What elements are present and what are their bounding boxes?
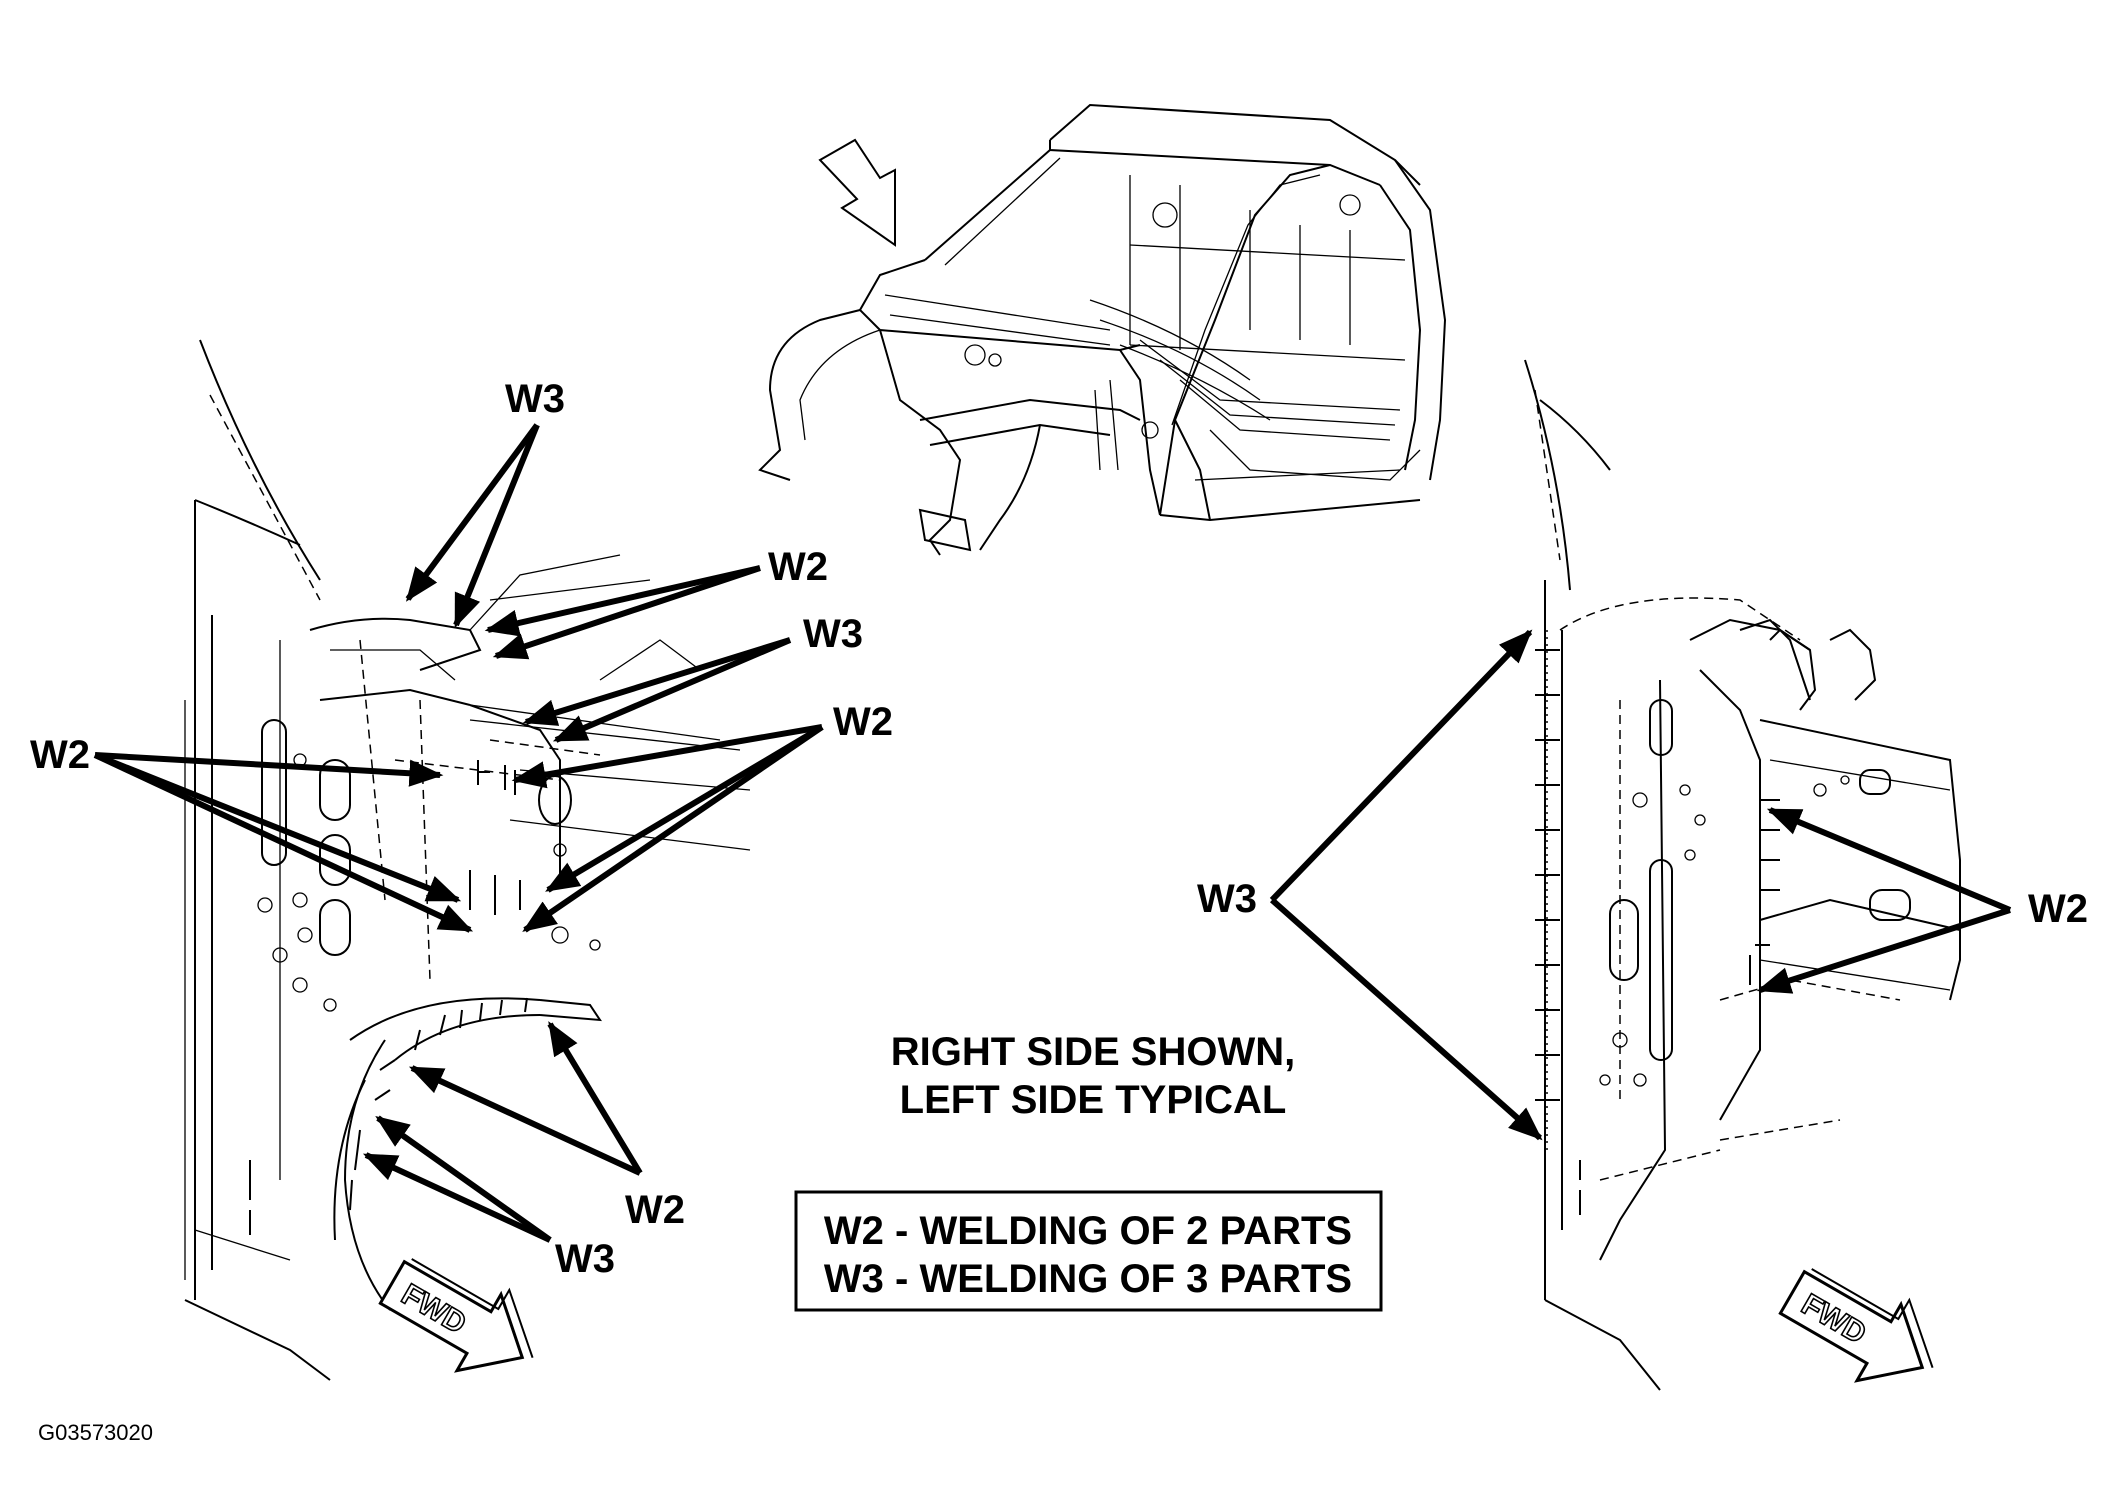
fwd-arrow-right: FWD bbox=[1778, 1268, 1934, 1383]
callout-w2-upper-left: W2 bbox=[768, 545, 828, 589]
view-direction-arrow bbox=[818, 138, 896, 247]
right-callout-arrows bbox=[1269, 629, 2012, 1141]
fwd-arrow-left: FWD bbox=[378, 1258, 534, 1373]
callout-w2-right: W2 bbox=[2028, 887, 2088, 931]
note-line-2: LEFT SIDE TYPICAL bbox=[900, 1078, 1287, 1122]
legend-box: W2 - WELDING OF 2 PARTS W3 - WELDING OF … bbox=[794, 1190, 1383, 1312]
legend-w2: W2 - WELDING OF 2 PARTS bbox=[824, 1209, 1352, 1253]
callout-w3-mid-left: W3 bbox=[803, 612, 863, 656]
figure-id: G03573020 bbox=[38, 1420, 153, 1445]
cab-overview-illustration bbox=[758, 103, 1447, 556]
callout-w2-side-left: W2 bbox=[30, 733, 90, 777]
left-callout-arrows bbox=[93, 423, 824, 1243]
callout-w3-bottom-left: W3 bbox=[555, 1237, 615, 1281]
right-detail-view bbox=[1524, 359, 1961, 1391]
w3-weld-ticks bbox=[1535, 649, 1560, 1101]
callout-w2-bottom-left: W2 bbox=[625, 1188, 685, 1232]
legend-w3: W3 - WELDING OF 3 PARTS bbox=[824, 1257, 1352, 1301]
callout-w3-top-left: W3 bbox=[505, 377, 565, 421]
note-line-1: RIGHT SIDE SHOWN, bbox=[891, 1030, 1295, 1074]
callout-w2-mid-left: W2 bbox=[833, 700, 893, 744]
callout-w3-right: W3 bbox=[1197, 877, 1257, 921]
